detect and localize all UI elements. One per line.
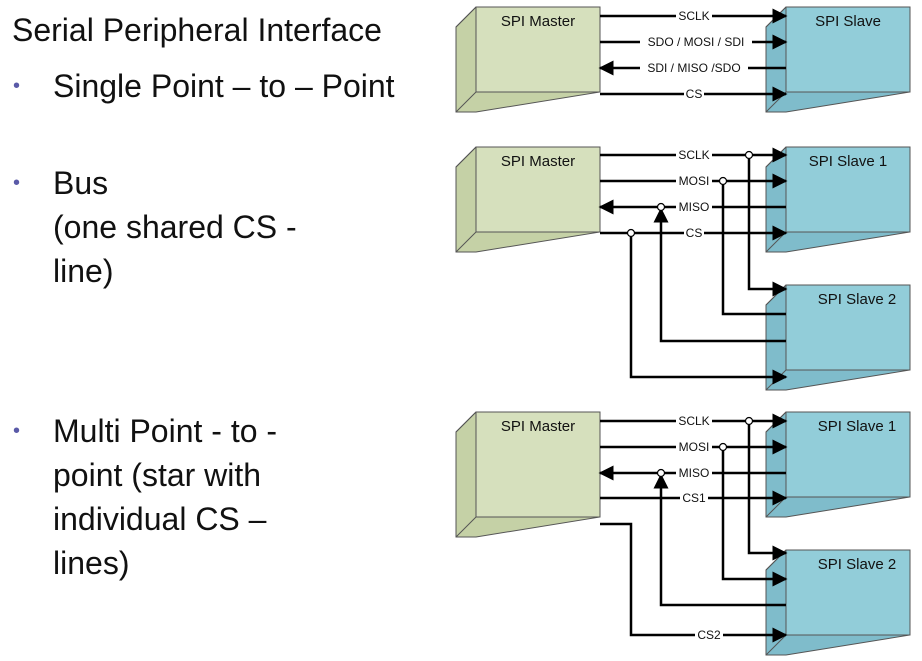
bullet-marker: •: [13, 420, 21, 442]
signal-label: MISO: [679, 200, 710, 214]
signal-label: CS: [686, 87, 703, 101]
signal-label: MISO: [679, 466, 710, 480]
branch-sclk: [747, 421, 788, 561]
bullet-star: • Multi Point - to - point (star with in…: [13, 409, 278, 585]
branch-sclk: [747, 155, 788, 297]
bullet-text: Multi Point - to - point (star with indi…: [53, 413, 278, 581]
master-box: SPI Master: [455, 411, 601, 538]
branch-mosi: [721, 447, 788, 587]
slave2-box: SPI Slave 2: [765, 284, 911, 391]
slave2-box: SPI Slave 2: [765, 549, 911, 656]
junction-dot: [656, 202, 666, 212]
branch-miso: [653, 207, 786, 343]
bullet-bus: • Bus (one shared CS - line): [13, 161, 297, 293]
bullet-text: Single Point – to – Point: [53, 68, 395, 104]
signal-label: MOSI: [679, 174, 710, 188]
master-label: SPI Master: [501, 418, 575, 435]
branch-miso: [653, 473, 786, 607]
slave2-label: SPI Slave 2: [818, 291, 896, 308]
signal-label: CS2: [697, 628, 721, 642]
master-label: SPI Master: [501, 153, 575, 170]
signal-label: SCLK: [678, 414, 709, 428]
diagram-star: SPI Master SPI Slave 1 SPI Slave 2: [455, 411, 911, 656]
slave1-label: SPI Slave 1: [809, 153, 887, 170]
diagram-bus: SPI Master SPI Slave 1 SPI Slave 2: [455, 146, 911, 391]
junction-dot: [744, 150, 754, 160]
junction-dot: [656, 468, 666, 478]
master-box: SPI Master: [455, 6, 601, 113]
signal-label: SCLK: [678, 148, 709, 162]
slave-box: SPI Slave: [765, 6, 911, 113]
slave1-label: SPI Slave 1: [818, 418, 896, 435]
signal-label: SCLK: [678, 9, 709, 23]
bullet-point-to-point: • Single Point – to – Point: [13, 64, 395, 108]
signal-label: CS1: [682, 491, 706, 505]
diagram-point-to-point: SPI Master SPI Slave SCLK SDO / MOSI / S…: [455, 6, 911, 113]
master-box: SPI Master: [455, 146, 601, 253]
slave1-box: SPI Slave 1: [765, 411, 911, 518]
junction-dot: [718, 442, 728, 452]
bullet-marker: •: [13, 75, 21, 97]
bullet-marker: •: [13, 172, 21, 194]
slave1-box: SPI Slave 1: [765, 146, 911, 253]
branch-mosi: [721, 181, 786, 316]
page-title: Serial Peripheral Interface: [12, 12, 382, 48]
branch-cs: [629, 233, 788, 385]
junction-dot: [744, 416, 754, 426]
master-label: SPI Master: [501, 13, 575, 30]
signal-label: CS: [686, 226, 703, 240]
slave-label: SPI Slave: [815, 13, 881, 30]
signal-label: SDI / MISO /SDO: [647, 61, 740, 75]
signal-label: SDO / MOSI / SDI: [648, 35, 745, 49]
signal-label: MOSI: [679, 440, 710, 454]
slave2-label: SPI Slave 2: [818, 556, 896, 573]
junction-dot: [626, 228, 636, 238]
junction-dot: [718, 176, 728, 186]
bullet-text: Bus (one shared CS - line): [53, 165, 297, 289]
